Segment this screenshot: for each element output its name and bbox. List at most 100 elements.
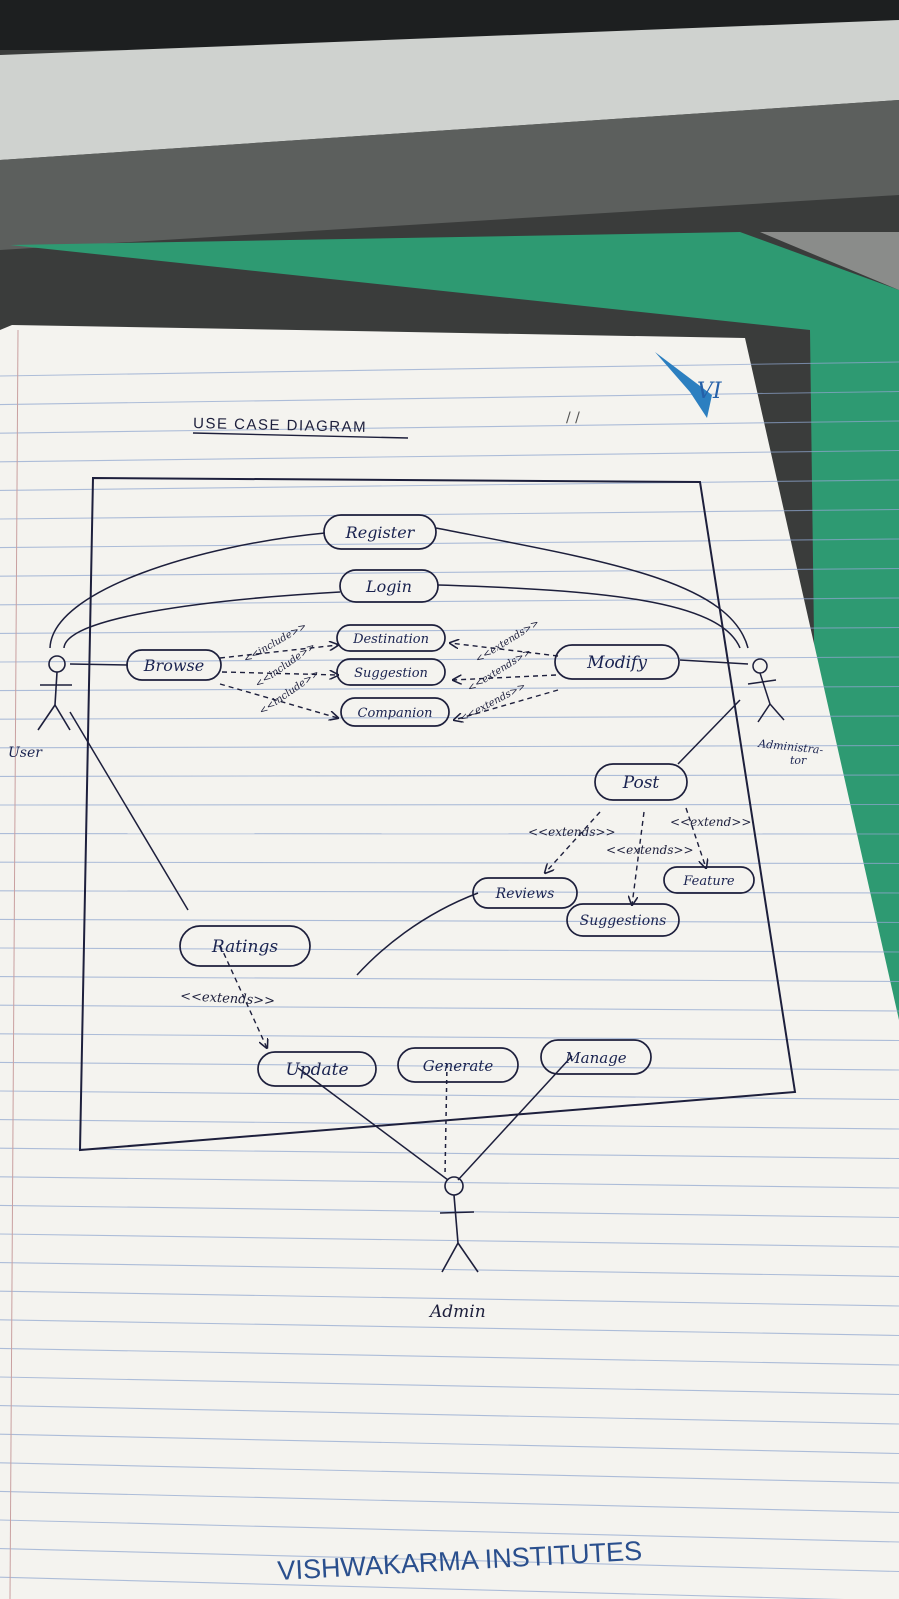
binder-edge <box>0 20 899 160</box>
include-arrows <box>219 643 706 1048</box>
extends-label-ratings: <<extends>> <box>180 989 276 1009</box>
ruled-line <box>0 1376 899 1396</box>
browse-destination-arrow <box>219 645 338 659</box>
post-reviews-arrow <box>545 811 601 873</box>
ruled-line <box>0 1347 899 1366</box>
assoc-admin-manage <box>457 1055 573 1181</box>
post-label: Post <box>622 773 660 793</box>
assoc-admin-post <box>677 699 741 765</box>
assoc-admin-modify <box>679 659 749 665</box>
post-feature-arrow <box>685 807 706 868</box>
ruled-line <box>0 1004 899 1012</box>
ruled-line <box>0 508 899 520</box>
browse-label: Browse <box>143 656 204 675</box>
use-case-feature <box>663 866 755 894</box>
post-suggestions-arrow <box>632 811 645 905</box>
ruled-line <box>0 626 899 634</box>
ruled-line <box>0 1519 899 1543</box>
use-case-register <box>323 514 437 550</box>
modify-companion-arrow <box>454 689 559 720</box>
assoc-user-browse <box>69 663 129 666</box>
title-underline <box>192 432 409 439</box>
assoc-user-login <box>63 591 341 649</box>
suggestions-label: Suggestions <box>580 913 667 929</box>
generate-label: Generate <box>423 1057 494 1075</box>
browse-suggestion-arrow <box>221 672 338 675</box>
ruled-line <box>0 1033 899 1042</box>
ruled-line <box>0 1548 899 1573</box>
use-case-post <box>594 763 688 801</box>
ruled-line <box>0 744 899 749</box>
ruled-line <box>0 1233 899 1248</box>
ruled-line <box>0 918 899 924</box>
ruled-line <box>0 420 899 434</box>
browse-companion-arrow <box>219 683 338 718</box>
ruled-line <box>0 685 899 692</box>
ruled-line <box>0 538 899 549</box>
use-case-reviews <box>472 877 578 909</box>
ruled-line <box>0 976 899 983</box>
use-case-login <box>339 569 439 603</box>
use-case-suggestion <box>336 658 446 686</box>
ruled-line <box>0 1176 899 1189</box>
login-label: Login <box>365 577 412 596</box>
logo-letters: VI <box>697 379 723 404</box>
ruled-line <box>0 1576 845 1599</box>
admin-actor-label: Admin <box>428 1302 486 1322</box>
ruled-line <box>0 1090 899 1101</box>
use-case-destination <box>336 624 446 652</box>
actor-administrator <box>747 658 785 723</box>
desk-right <box>760 232 899 290</box>
ruled-line <box>0 1490 899 1514</box>
modify-label: Modify <box>586 653 647 673</box>
ruled-line <box>0 1462 899 1484</box>
ruled-line <box>0 449 899 463</box>
ruled-line <box>0 715 899 720</box>
manage-label: Manage <box>564 1049 627 1067</box>
assoc-user-ratings <box>69 711 189 911</box>
system-boundary <box>78 476 797 1152</box>
use-case-modify <box>554 644 680 680</box>
margin-line <box>9 329 19 1599</box>
ratings-label: Ratings <box>211 937 278 957</box>
ruled-line <box>0 1061 899 1071</box>
feature-label: Feature <box>682 874 735 889</box>
ruled-line <box>0 1290 899 1307</box>
ruled-line <box>0 1204 899 1219</box>
use-case-generate <box>397 1047 519 1083</box>
use-case-ratings <box>179 925 311 967</box>
ruled-line <box>0 656 899 663</box>
ruled-line <box>0 890 899 894</box>
page-marks: / / <box>566 410 580 426</box>
extends-label-reviews: <<extends>> <box>528 825 616 839</box>
ruled-line <box>0 1405 899 1425</box>
ruled-line <box>0 1262 899 1278</box>
modify-suggestion-arrow <box>453 674 557 680</box>
update-label: Update <box>285 1060 348 1080</box>
ruled-line <box>0 947 899 953</box>
ruled-line <box>0 1119 899 1130</box>
ruled-line <box>0 597 899 606</box>
ruled-lines <box>0 361 899 1599</box>
ruled-line <box>0 1433 899 1455</box>
user-actor-label: User <box>8 745 43 761</box>
ruled-line <box>0 774 899 777</box>
ratings-update-arrow <box>219 944 267 1048</box>
use-case-manage <box>540 1039 652 1075</box>
use-case-suggestions <box>566 903 680 937</box>
vent-grille <box>0 100 899 250</box>
suggestion-label: Suggestion <box>354 666 428 681</box>
ruled-line <box>0 861 899 865</box>
assoc-admin-register <box>435 527 749 649</box>
ruled-line <box>0 1319 899 1337</box>
use-case-shapes <box>126 514 755 1087</box>
assoc-reviews-curve <box>356 892 479 976</box>
extends-label-suggestions: <<extends>> <box>606 843 694 857</box>
companion-label: Companion <box>358 706 433 721</box>
actor-admin <box>439 1176 479 1273</box>
notebook-page <box>0 325 899 1599</box>
institute-logo: VI <box>655 352 723 418</box>
green-folder <box>10 232 899 1100</box>
modify-destination-arrow <box>450 643 559 657</box>
